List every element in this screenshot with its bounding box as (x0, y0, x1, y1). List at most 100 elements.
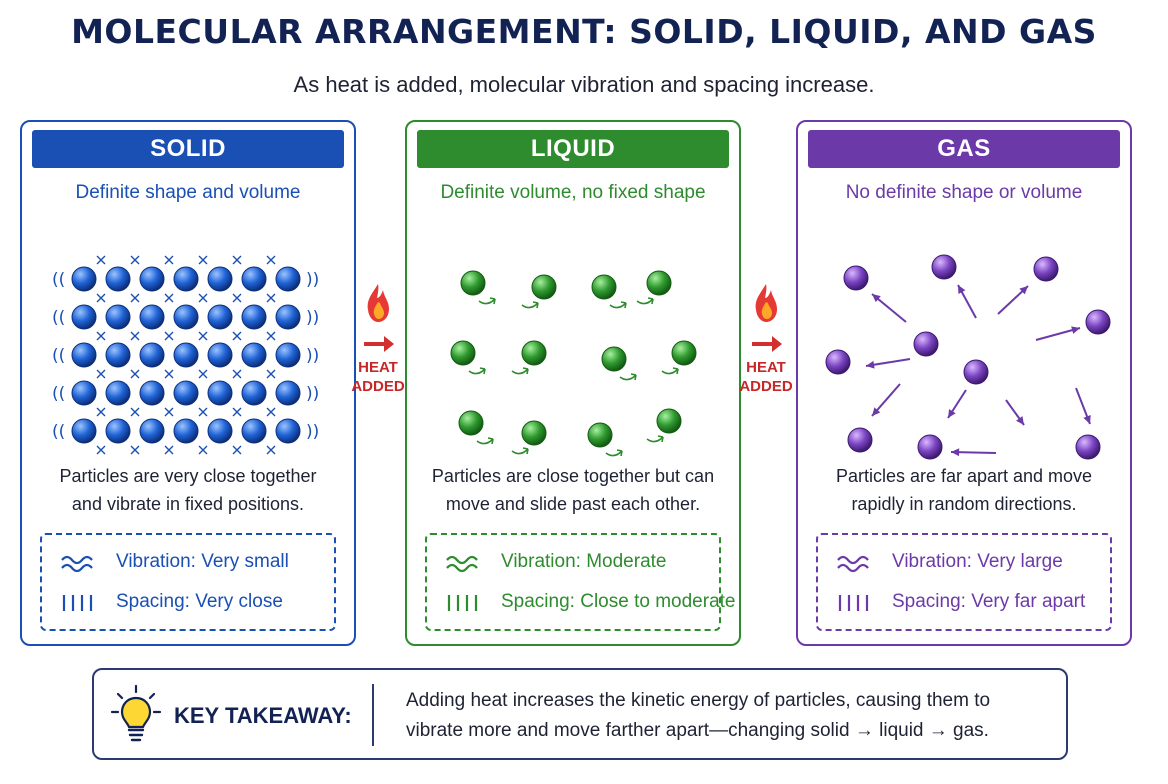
gas-properties-box: Vibration: Very large Spacing: Very far … (816, 533, 1112, 631)
motion-arrow (672, 367, 679, 375)
motion-arrow (532, 301, 539, 309)
solid-particle (105, 304, 131, 330)
liquid-subtitle: Definite volume, no fixed shape (440, 182, 706, 203)
spacing-label: Spacing: (892, 591, 966, 612)
liquid-particle (587, 422, 613, 448)
vibration-value: Moderate (586, 551, 667, 572)
heat-label-line2: ADDED (351, 378, 405, 395)
vibration-mark: (( (52, 422, 65, 442)
gas-particle (931, 254, 957, 280)
liquid-particle (458, 410, 484, 436)
motion-arrowhead (872, 294, 881, 303)
vibration-mark: (( (52, 346, 65, 366)
spacing-bars-icon (62, 595, 93, 611)
key-takeaway-label: KEY TAKEAWAY: (174, 703, 352, 728)
gas-particles-diagram (825, 254, 1111, 460)
solid-particle (207, 380, 233, 406)
solid-properties-box: Vibration: Very small Spacing: Very clos… (40, 533, 336, 631)
vibration-mark (130, 331, 140, 341)
solid-particle (241, 304, 267, 330)
vibration-mark (266, 331, 276, 341)
liquid-particle (521, 340, 547, 366)
vibration-mark: )) (306, 270, 319, 290)
motion-arrow (657, 435, 664, 443)
solid-particle (71, 342, 97, 368)
takeaway-divider (372, 684, 374, 746)
vibration-mark: )) (306, 422, 319, 442)
vibration-mark: (( (52, 308, 65, 328)
solid-header: SOLID (32, 130, 344, 168)
motion-arrow (479, 367, 486, 375)
liquid-properties-box: Vibration: Moderate Spacing: Close to mo… (425, 533, 735, 631)
vibration-mark (164, 293, 174, 303)
vibration-mark (164, 407, 174, 417)
vibration-mark (198, 331, 208, 341)
flame-icon (752, 284, 782, 352)
motion-arrow (478, 298, 496, 305)
vibration-mark: (( (52, 270, 65, 290)
motion-arrow (511, 368, 529, 375)
solid-particle (241, 266, 267, 292)
motion-arrow (487, 437, 494, 445)
solid-subtitle: Definite shape and volume (75, 182, 301, 203)
spacing-value: Very close (195, 591, 283, 612)
vibration-value: Very large (977, 551, 1063, 572)
flame-icon (364, 284, 394, 352)
motion-arrow (630, 373, 637, 381)
motion-arrow (476, 438, 494, 445)
motion-arrowhead (1083, 415, 1091, 424)
solid-particle (139, 304, 165, 330)
motion-arrowhead (866, 360, 875, 369)
gas-particle (825, 349, 851, 375)
vibration-mark (232, 293, 242, 303)
motion-arrow (521, 302, 539, 309)
vibration-mark (130, 255, 140, 265)
spacing-value: Close to moderate (580, 591, 736, 612)
spacing-label: Spacing: (116, 591, 190, 612)
vibration-mark (164, 369, 174, 379)
gas-particle (1085, 309, 1111, 335)
vibration-mark: )) (306, 384, 319, 404)
vibration-mark (266, 369, 276, 379)
gas-header: GAS (808, 130, 1120, 168)
motion-arrowhead (1071, 326, 1080, 334)
page-title: MOLECULAR ARRANGEMENT: SOLID, LIQUID, AN… (71, 12, 1097, 51)
gas-panel: GAS No definite shape or volume Particle… (796, 120, 1132, 646)
motion-arrow (661, 368, 679, 375)
vibration-mark (164, 331, 174, 341)
motion-arrow (647, 297, 654, 305)
solid-particle (275, 304, 301, 330)
solid-particle (71, 266, 97, 292)
solid-particle (207, 342, 233, 368)
vibration-mark (96, 407, 106, 417)
gas-subtitle: No definite shape or volume (845, 182, 1083, 203)
heat-label-line2: ADDED (739, 378, 793, 395)
solid-particle (207, 418, 233, 444)
solid-particle (139, 418, 165, 444)
liquid-particle (671, 340, 697, 366)
heat-label-line1: HEAT (746, 359, 786, 376)
vibration-mark (232, 369, 242, 379)
vibration-mark: )) (306, 346, 319, 366)
vibration-mark (130, 293, 140, 303)
motion-arrow (620, 301, 627, 309)
vibration-mark (198, 293, 208, 303)
liquid-particle (460, 270, 486, 296)
gas-particle (1075, 434, 1101, 460)
solid-particles-diagram: (())(())(())(())(()) (52, 255, 319, 455)
solid-particle (139, 266, 165, 292)
solid-particle (105, 342, 131, 368)
gas-particle (1033, 256, 1059, 282)
liquid-particle (646, 270, 672, 296)
solid-particle (275, 266, 301, 292)
vibration-label: Vibration: (116, 551, 196, 572)
solid-particle (241, 418, 267, 444)
vibration-mark (232, 255, 242, 265)
motion-arrow (468, 368, 486, 375)
vibration-mark (130, 445, 140, 455)
motion-arrow (522, 447, 529, 455)
liquid-particle (591, 274, 617, 300)
solid-particle (173, 266, 199, 292)
liquid-header: LIQUID (417, 130, 729, 168)
solid-panel: SOLID Definite shape and volume (()) (())… (20, 120, 356, 646)
